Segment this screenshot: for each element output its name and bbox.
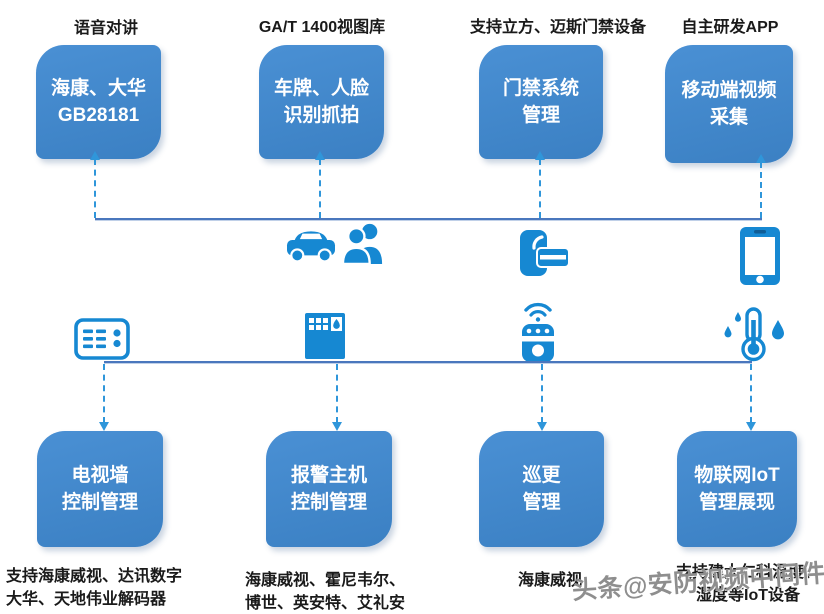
connector-line-top bbox=[95, 218, 762, 220]
caption-patrol-line1: 海康威视 bbox=[517, 572, 582, 589]
box-gb28181-line1: 海康、大华 bbox=[50, 78, 146, 99]
box-iot-line2: 管理展现 bbox=[698, 492, 775, 513]
box-plate-face-line1: 车牌、人脸 bbox=[273, 78, 369, 99]
thermometer-icon bbox=[716, 306, 788, 362]
arrow-up-access bbox=[534, 151, 546, 218]
box-gb28181: 海康、大华 GB28181 bbox=[36, 45, 161, 159]
box-iot-line1: 物联网IoT bbox=[694, 465, 780, 486]
caption-alarm-host-line1: 海康威视、霍尼韦尔、 bbox=[245, 572, 406, 589]
alarm-panel-icon bbox=[304, 312, 346, 360]
box-tv-wall: 电视墙 控制管理 bbox=[37, 431, 163, 547]
box-tv-wall-line1: 电视墙 bbox=[71, 465, 129, 486]
box-plate-face-capture: 车牌、人脸 识别抓拍 bbox=[259, 45, 384, 159]
box-alarm-host-line1: 报警主机 bbox=[290, 465, 367, 486]
caption-alarm-host: 海康威视、霍尼韦尔、 博世、英安特、艾礼安 bbox=[245, 569, 415, 614]
smartphone-icon bbox=[738, 226, 782, 286]
top-label-access-devices: 支持立方、迈斯门禁设备 bbox=[469, 19, 646, 36]
patrol-remote-icon bbox=[518, 298, 558, 362]
caption-patrol: 海康威视 bbox=[500, 569, 600, 592]
arrow-down-patrol bbox=[536, 364, 548, 431]
arrow-up-plate-face bbox=[314, 151, 326, 218]
top-label-self-developed-app: 自主研发APP bbox=[681, 19, 779, 36]
box-access-control-line2: 管理 bbox=[521, 105, 560, 126]
arrow-down-iot bbox=[745, 364, 757, 431]
box-gb28181-line2: GB28181 bbox=[57, 105, 140, 126]
box-patrol-line1: 巡更 bbox=[522, 465, 561, 486]
arrow-up-mobile bbox=[755, 154, 767, 218]
top-label-gat1400: GA/T 1400视图库 bbox=[258, 19, 386, 36]
box-mobile-video-line1: 移动端视频 bbox=[681, 80, 777, 101]
box-plate-face-line2: 识别抓拍 bbox=[283, 105, 360, 126]
access-card-icon bbox=[514, 226, 572, 282]
box-access-control-line1: 门禁系统 bbox=[502, 78, 579, 99]
box-access-control: 门禁系统 管理 bbox=[479, 45, 603, 159]
car-icon bbox=[285, 228, 337, 264]
people-icon bbox=[342, 222, 384, 264]
top-label-voice-intercom: 语音对讲 bbox=[73, 20, 138, 37]
box-mobile-video-line2: 采集 bbox=[709, 107, 748, 128]
caption-tv-wall-line1: 支持海康威视、达讯数字 bbox=[6, 568, 183, 585]
caption-iot-line1: 支持建大仁科温度、 bbox=[675, 564, 820, 581]
connector-line-bottom bbox=[104, 361, 752, 363]
arrow-up-gb28181 bbox=[89, 151, 101, 218]
box-alarm-host: 报警主机 控制管理 bbox=[266, 431, 392, 547]
caption-tv-wall-line2: 大华、天地伟业解码器 bbox=[6, 591, 167, 608]
box-tv-wall-line2: 控制管理 bbox=[61, 492, 138, 513]
caption-iot: 支持建大仁科温度、 湿度等IoT设备 bbox=[672, 561, 824, 607]
arrow-down-tv-wall bbox=[98, 364, 110, 431]
caption-iot-line2: 湿度等IoT设备 bbox=[696, 587, 800, 604]
caption-alarm-host-line2: 博世、英安特、艾礼安 bbox=[245, 595, 406, 612]
arrow-down-alarm-host bbox=[331, 364, 343, 431]
box-patrol-line2: 管理 bbox=[522, 492, 561, 513]
box-iot: 物联网IoT 管理展现 bbox=[677, 431, 797, 547]
decoder-icon bbox=[74, 318, 130, 360]
caption-tv-wall: 支持海康威视、达讯数字 大华、天地伟业解码器 bbox=[6, 565, 212, 611]
box-mobile-video: 移动端视频 采集 bbox=[665, 45, 793, 163]
box-alarm-host-line2: 控制管理 bbox=[290, 492, 367, 513]
box-patrol: 巡更 管理 bbox=[479, 431, 604, 547]
